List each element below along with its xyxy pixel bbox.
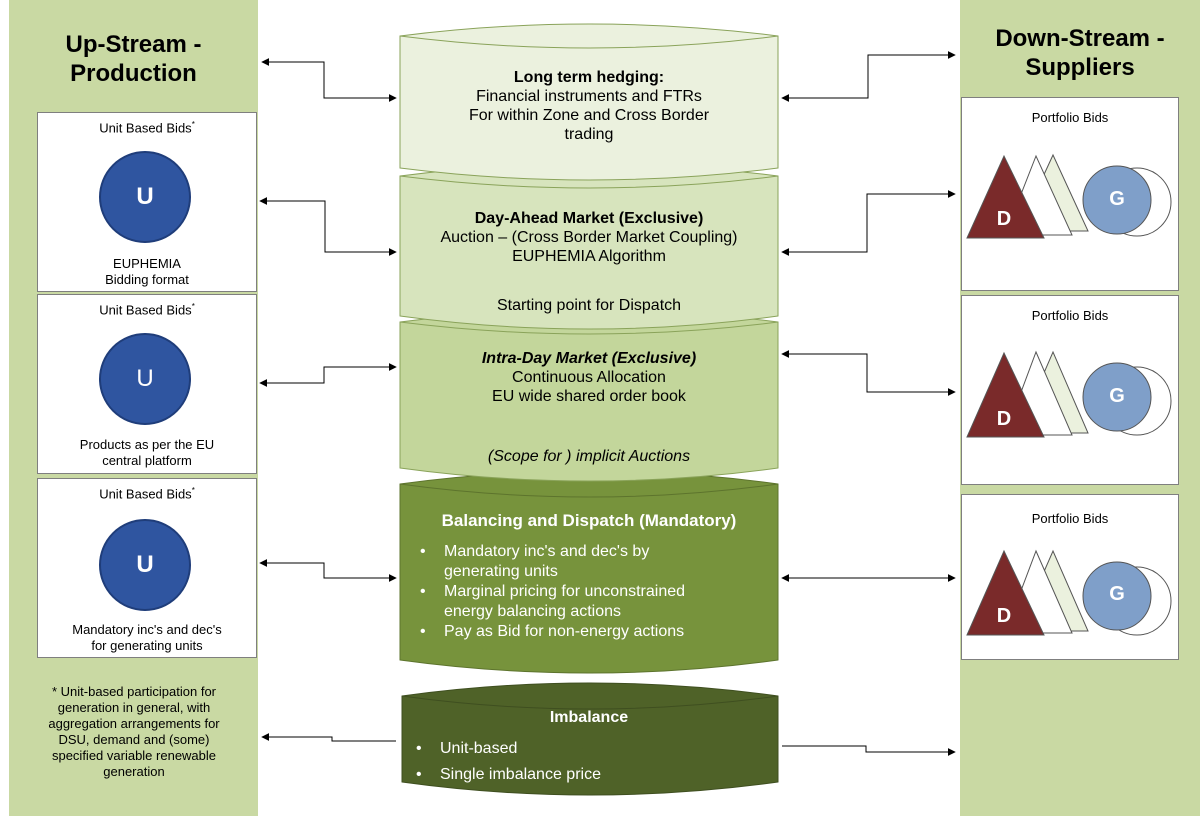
generation-glyph: G [1109, 583, 1125, 605]
upstream-box-1: Unit Based Bids* U EUPHEMIA Bidding form… [37, 112, 257, 292]
imbalance-bullet: Unit-based [416, 736, 772, 762]
downstream-box-1: Portfolio Bids D G [961, 97, 1179, 291]
demand-triangle-icon [966, 549, 1045, 636]
upstream-title: Up-Stream - Production [65, 31, 202, 87]
generation-circle-icon [1082, 362, 1152, 432]
connector-intraday-right [781, 350, 956, 396]
connector-hedging-left [261, 58, 397, 102]
generation-glyph: G [1109, 188, 1125, 210]
upstream-box-2: Unit Based Bids* U Products as per the E… [37, 294, 257, 474]
tier-balancing-bullets: Mandatory inc's and dec's by generating … [416, 542, 776, 642]
demand-glyph: D [996, 605, 1012, 627]
connector-imbalance-right [782, 745, 956, 756]
balancing-bullet-cont: generating units [444, 563, 558, 580]
demand-glyph: D [996, 208, 1012, 230]
box-heading: Portfolio Bids [1031, 110, 1109, 125]
tier-day-ahead-text: Day-Ahead Market (Exclusive) Auction – (… [440, 210, 738, 265]
connector-day-ahead-right [781, 190, 956, 256]
box-heading: Unit Based Bids* [99, 120, 195, 136]
tier-balancing-text: Balancing and Dispatch (Mandatory) [441, 511, 737, 530]
upstream-box-3: Unit Based Bids* U Mandatory inc's and d… [37, 478, 257, 658]
demand-triangle-icon [966, 351, 1045, 438]
downstream-box-3: Portfolio Bids D G [961, 494, 1179, 660]
portfolio-graphic [966, 549, 1172, 636]
downstream-title: Down-Stream - Suppliers [995, 25, 1165, 81]
tier-intraday-text: Intra-Day Market (Exclusive) Continuous … [481, 350, 697, 405]
box-heading: Portfolio Bids [1031, 308, 1109, 323]
box-footer: Mandatory inc's and dec's for generating… [72, 622, 222, 653]
connector-balancing-left [259, 559, 397, 582]
connector-day-ahead-left [259, 197, 397, 256]
tier-imbalance-bullets: Unit-based Single imbalance price [412, 736, 772, 788]
tier-day-ahead-note: Starting point for Dispatch [496, 297, 682, 314]
portfolio-graphic [966, 350, 1172, 438]
balancing-bullet: Mandatory inc's and dec's by [420, 542, 776, 562]
balancing-bullet-cont: energy balancing actions [444, 603, 622, 620]
unit-circle-icon: U [99, 519, 191, 611]
box-footer: Products as per the EU central platform [79, 437, 215, 468]
unit-circle-icon: U [99, 151, 191, 243]
imbalance-bullet: Single imbalance price [416, 762, 772, 788]
demand-glyph: D [996, 408, 1012, 430]
tier-intraday-note: (Scope for ) implicit Auctions [487, 448, 691, 465]
connector-hedging-right [781, 51, 956, 102]
box-heading: Portfolio Bids [1031, 511, 1109, 526]
box-heading: Unit Based Bids* [99, 486, 195, 502]
generation-circle-icon [1082, 561, 1152, 631]
tier-hedging [399, 23, 779, 181]
generation-circle-icon [1082, 165, 1152, 235]
upstream-footnote: * Unit-based participation for generatio… [48, 684, 220, 779]
downstream-box-2: Portfolio Bids D G [961, 295, 1179, 485]
connector-intraday-left [259, 363, 397, 387]
box-heading: Unit Based Bids* [99, 302, 195, 318]
demand-triangle-icon [966, 154, 1045, 239]
portfolio-graphic [966, 153, 1172, 239]
tier-imbalance-text: Imbalance [549, 709, 629, 726]
box-footer: EUPHEMIA Bidding format [105, 256, 189, 287]
generation-glyph: G [1109, 385, 1125, 407]
connector-imbalance-left [261, 733, 396, 742]
tier-hedging-text: Long term hedging: Financial instruments… [468, 69, 710, 143]
unit-circle-icon: U [99, 333, 191, 425]
balancing-bullet: Pay as Bid for non-energy actions [420, 622, 776, 642]
balancing-bullet: Marginal pricing for unconstrained [420, 582, 776, 602]
